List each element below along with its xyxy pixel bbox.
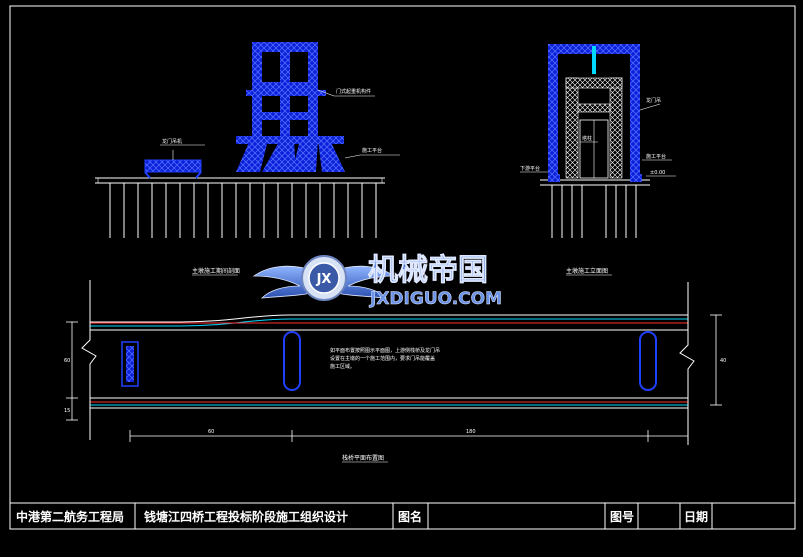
gantry-tower-left <box>236 42 345 172</box>
dim-left-a: 60 <box>64 358 70 364</box>
title-project: 钱塘江四桥工程投标阶段施工组织设计 <box>144 509 348 524</box>
plan-view: 如平面布置按照图示平面图，上游侧栈桥及龙门吊 设置在主墩的一个施工范围内，要求门… <box>64 280 726 463</box>
deck-truss <box>144 159 202 179</box>
title-label-drawing-name: 图名 <box>398 509 422 524</box>
watermark-logo: JX 机械帝国 JXDIGUO.COM <box>252 253 502 309</box>
dim-right: 180 <box>466 429 476 435</box>
dim-left: 60 <box>208 429 214 435</box>
break-line-left <box>81 280 97 440</box>
pile-group-right <box>551 185 637 238</box>
annotation-side: 施工平台 <box>646 153 666 160</box>
pier-oval-2 <box>639 331 657 391</box>
annotation-tower: 塔柱 <box>582 135 592 142</box>
break-line-right <box>679 282 695 445</box>
title-block: 中港第二航务工程局 钱塘江四桥工程投标阶段施工组织设计 图名 图号 日期 <box>9 502 796 530</box>
annotation-left: 下游平台 <box>520 165 540 172</box>
pier-rect <box>121 341 139 387</box>
logo-emblem-text: JX <box>316 272 332 287</box>
left-section-title: 主墩施工期间剖面 <box>192 267 240 275</box>
dim-vertical: 40 <box>720 358 726 364</box>
annotation-gantry: 门式起重机构件 <box>336 88 371 95</box>
title-label-drawing-no: 图号 <box>610 509 634 524</box>
annotation-platform: 施工平台 <box>362 147 382 154</box>
title-label-date: 日期 <box>684 509 708 524</box>
right-elevation-view: 龙门吊 施工平台 下游平台 塔柱 ±0.00 <box>520 44 676 238</box>
plan-note-line-1: 如平面布置按照图示平面图，上游侧栈桥及龙门吊 <box>330 347 440 354</box>
dim-left-b: 15 <box>64 408 70 414</box>
annotation-top: 龙门吊 <box>646 97 661 104</box>
left-elevation-view: 门式起重机构件 龙门吊机 施工平台 <box>95 42 400 238</box>
logo-cn-text: 机械帝国 <box>368 253 488 288</box>
plan-note-line-3: 施工区域。 <box>330 363 355 370</box>
title-company: 中港第二航务工程局 <box>16 509 124 524</box>
logo-en-text: JXDIGUO.COM <box>369 289 502 309</box>
right-section-title: 主墩施工立面图 <box>566 267 608 275</box>
plan-caption: 栈桥平面布置图 <box>342 454 384 462</box>
plan-note-line-2: 设置在主墩的一个施工范围内，要求门吊能覆盖 <box>330 355 435 362</box>
pier-oval-1 <box>283 331 301 391</box>
annotation-crane: 龙门吊机 <box>162 138 182 145</box>
pile-group-left <box>109 183 377 238</box>
annotation-level: ±0.00 <box>650 170 665 176</box>
